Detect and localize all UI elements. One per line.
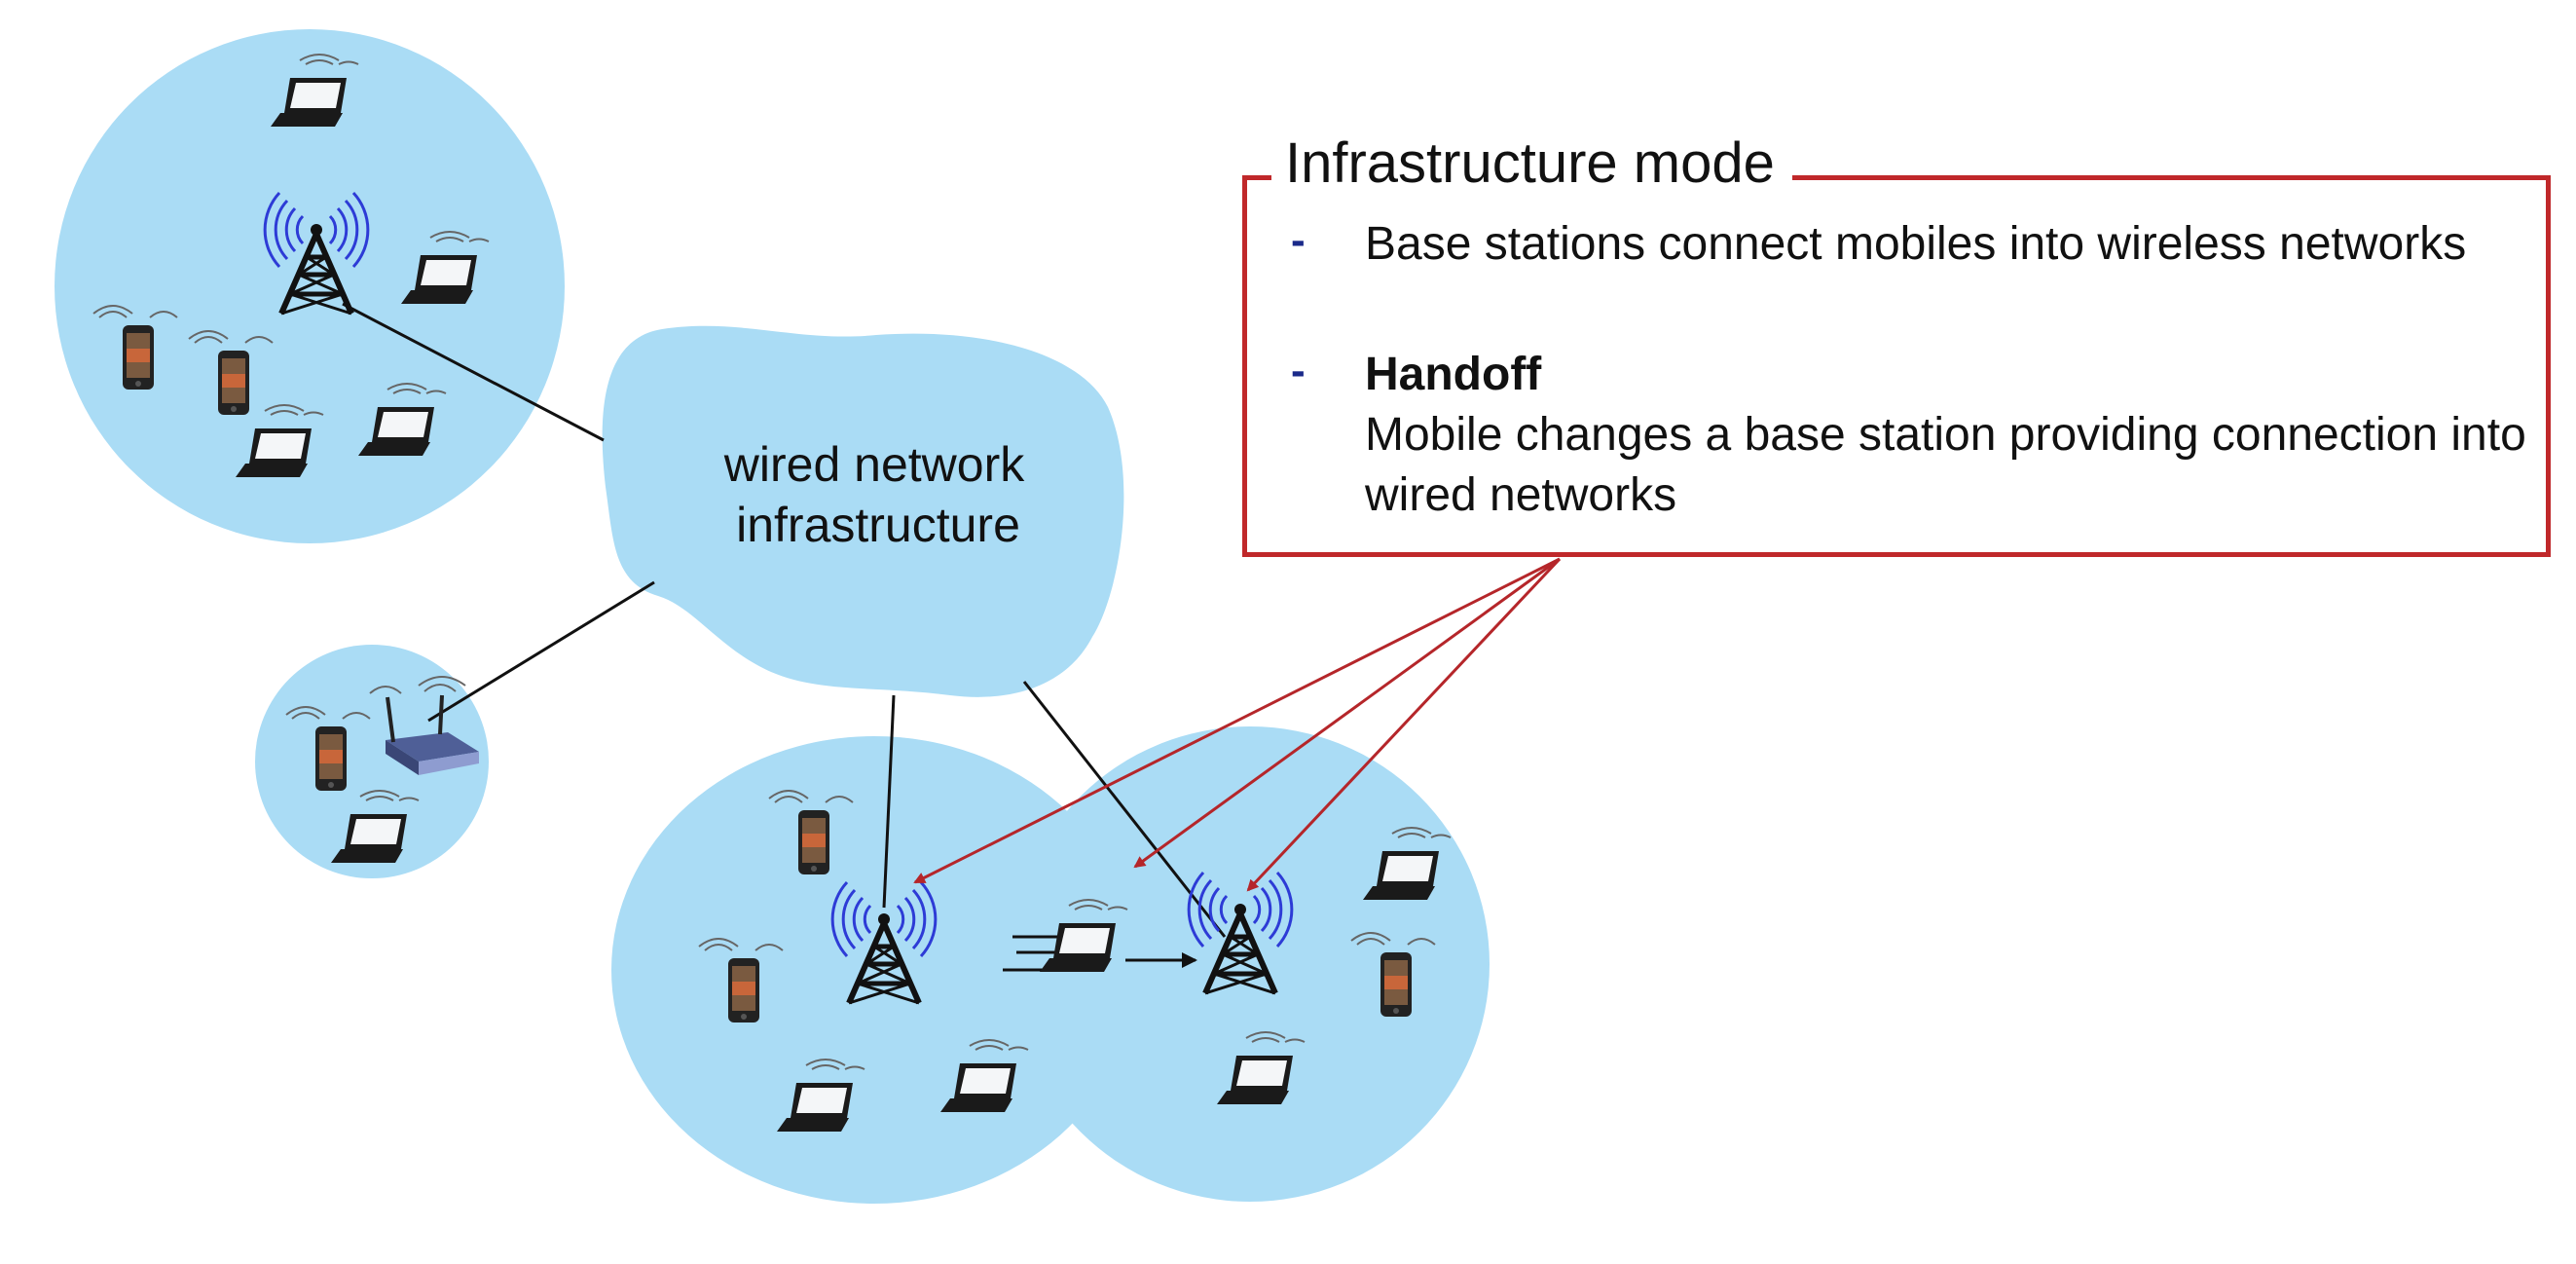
- callout-title: Infrastructure mode: [1271, 125, 1792, 203]
- callout-bullet-2-text: Mobile changes a base station providing …: [1365, 409, 2526, 521]
- cloud-label-line1: wired network: [723, 437, 1025, 492]
- wired-network-cloud: [602, 325, 1124, 697]
- callout-arrow-1: [913, 557, 1561, 884]
- callout-bullet-2: Handoff Mobile changes a base station pr…: [1365, 345, 2543, 526]
- bullet-marker: -: [1291, 216, 1306, 264]
- cloud-label-line2: infrastructure: [736, 498, 1020, 552]
- callout-arrow-3: [1246, 557, 1562, 892]
- link-tower-bottom-center: [882, 694, 896, 909]
- cell-small-left: [255, 645, 489, 878]
- link-tower-top-left: [342, 302, 605, 442]
- link-router: [427, 580, 655, 723]
- callout-box: [1242, 175, 2551, 557]
- cell-bottom-right: [1011, 726, 1490, 1202]
- bullet-marker: -: [1291, 347, 1306, 394]
- callout-bullet-1: Base stations connect mobiles into wirel…: [1365, 218, 2467, 270]
- moving-laptop: [1003, 899, 1128, 973]
- callout-arrow-2: [1133, 557, 1561, 869]
- callout-bullet-2-heading: Handoff: [1365, 349, 1542, 400]
